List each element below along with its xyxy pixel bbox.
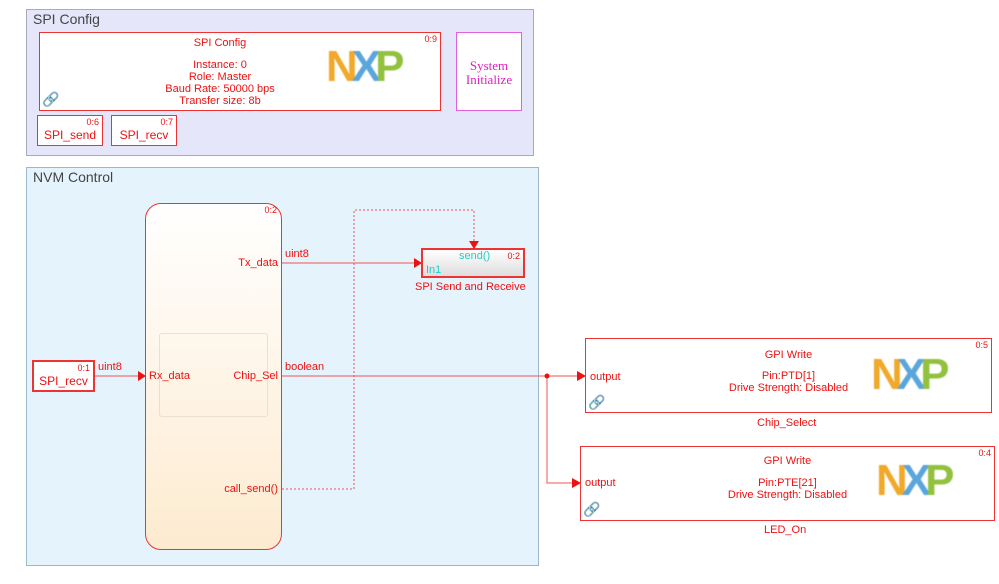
- priority: 0:6: [86, 117, 99, 127]
- arrow: [572, 478, 581, 488]
- arrow: [469, 241, 479, 249]
- signal-type: uint8: [98, 361, 122, 373]
- arrow: [414, 258, 422, 268]
- drive: Drive Strength: Disabled: [727, 489, 848, 501]
- port-call-send: call_send(): [224, 483, 278, 495]
- function-call-line: [282, 209, 475, 490]
- block-name: SPI Send and Receive: [415, 281, 526, 293]
- gpi-write-chip-select[interactable]: 0:5 GPI Write Pin:PTD[1]Drive Strength: …: [585, 338, 992, 413]
- config-line: Baud Rate: 50000 bps: [165, 83, 275, 95]
- pin: Pin:PTE[21]: [758, 477, 817, 489]
- branch-point: [544, 373, 550, 379]
- spi-recv-block[interactable]: 0:7 SPI_recv: [111, 115, 177, 146]
- port-rx-data: Rx_data: [149, 370, 190, 382]
- pin: Pin:PTD[1]: [761, 370, 816, 382]
- block-label: SPI_send: [43, 128, 97, 142]
- port-output: output: [590, 371, 621, 383]
- block-title: SPI Config: [193, 37, 247, 49]
- chart-icon: [159, 333, 268, 417]
- drive: Drive Strength: Disabled: [728, 382, 849, 394]
- priority: 0:5: [975, 340, 988, 350]
- block-name: Chip_Select: [757, 417, 817, 429]
- link-icon: 🔗: [583, 501, 601, 517]
- gpi-write-led-on[interactable]: 0:4 GPI Write Pin:PTE[21]Drive Strength:…: [580, 446, 995, 521]
- port-output: output: [585, 477, 616, 489]
- area-title: NVM Control: [33, 169, 114, 185]
- block-label: SPI_recv: [39, 374, 88, 388]
- inport: In1: [426, 264, 442, 276]
- block-title: GPI Write: [764, 349, 813, 361]
- init-line: System: [469, 58, 509, 73]
- block-label: SPI_recv: [119, 128, 169, 142]
- port-tx-data: Tx_data: [238, 257, 278, 269]
- arrow: [138, 371, 146, 381]
- port-chip-sel: Chip_Sel: [233, 370, 278, 382]
- config-line: Role: Master: [188, 71, 252, 83]
- config-line: Transfer size: 8b: [179, 95, 261, 107]
- priority: 0:4: [978, 448, 991, 458]
- init-line: Initialize: [465, 72, 513, 87]
- priority: 0:2: [507, 251, 520, 261]
- config-line: Instance: 0: [193, 59, 247, 71]
- spi-recv-source-block[interactable]: 0:1 SPI_recv: [32, 360, 95, 392]
- system-initialize-block[interactable]: System Initialize: [456, 32, 522, 111]
- nvm-control-area[interactable]: NVM Control: [26, 167, 539, 566]
- spi-config-block[interactable]: 0:9 SPI Config Instance: 0 Role: Master …: [39, 32, 441, 111]
- priority: 0:7: [160, 117, 173, 127]
- stateflow-chart[interactable]: 0:2 Tx_data Rx_data Chip_Sel call_send(): [145, 203, 282, 550]
- arrow: [577, 371, 586, 381]
- signal-type: boolean: [285, 361, 325, 373]
- priority: 0:2: [264, 205, 277, 215]
- link-icon: 🔗: [42, 91, 60, 107]
- signal-type: uint8: [285, 248, 309, 260]
- priority: 0:1: [77, 363, 90, 373]
- trigger-port: send(): [459, 250, 491, 262]
- link-icon: 🔗: [588, 394, 606, 410]
- signal-branch: [546, 376, 575, 484]
- block-name: LED_On: [764, 524, 807, 536]
- block-title: GPI Write: [763, 455, 812, 467]
- nxp-logo: NXP: [326, 42, 405, 91]
- spi-send-block[interactable]: 0:6 SPI_send: [37, 115, 103, 146]
- priority: 0:9: [424, 34, 437, 44]
- area-title: SPI Config: [33, 11, 100, 27]
